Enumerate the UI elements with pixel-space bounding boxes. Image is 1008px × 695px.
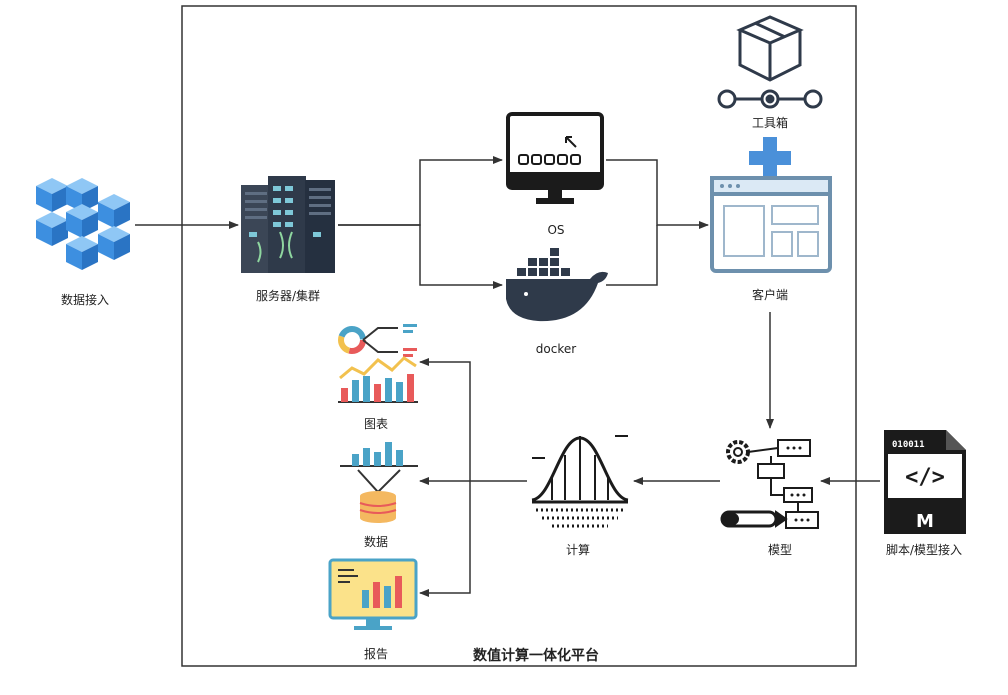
database-icon (340, 442, 418, 523)
label-data-ingest: 数据接入 (60, 293, 110, 307)
label-compute: 计算 (565, 543, 591, 557)
report-monitor-icon (328, 558, 418, 630)
connectors (135, 156, 880, 597)
charts-icon (338, 324, 418, 403)
script-letter-text: M (916, 511, 934, 532)
docker-whale-icon (506, 248, 608, 322)
monitor-os-icon (506, 112, 604, 204)
edge-docker-to-client (606, 225, 658, 286)
label-server-cluster: 服务器/集群 (255, 289, 321, 303)
label-docker: docker (535, 342, 577, 356)
label-script-ingest: 脚本/模型接入 (885, 543, 963, 557)
label-data: 数据 (363, 535, 389, 549)
label-client: 客户端 (751, 288, 789, 302)
edge-server-to-docker (338, 224, 503, 289)
label-report: 报告 (363, 647, 389, 661)
edge-os-to-client (606, 159, 709, 229)
label-model: 模型 (767, 543, 793, 557)
platform-frame (181, 5, 857, 667)
script-symbol-text: </> (905, 465, 945, 490)
platform-title: 数值计算一体化平台 (473, 648, 599, 664)
client-window-icon (710, 176, 832, 273)
label-toolbox: 工具箱 (751, 116, 789, 130)
plus-icon (749, 137, 791, 179)
toolbox-icon (717, 15, 823, 109)
server-rack-icon (241, 176, 335, 273)
script-file-icon: 010011 </> M (884, 430, 966, 534)
script-code-text: 010011 (892, 440, 925, 450)
label-os: OS (547, 223, 565, 237)
edge-server-to-os (338, 156, 503, 226)
model-flowchart-icon (720, 439, 819, 529)
edge-compute-to-charts (419, 358, 471, 481)
edge-compute-to-report (419, 481, 471, 597)
label-charts: 图表 (363, 417, 389, 431)
bell-curve-icon (531, 435, 629, 528)
cubes-icon (36, 178, 130, 270)
